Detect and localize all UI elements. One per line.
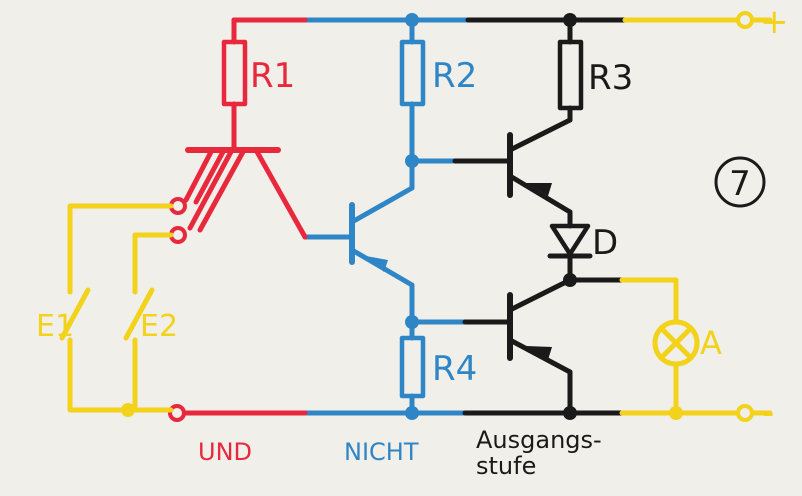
section-label-ausgang-2: stufe [476, 452, 536, 480]
label-r3: R3 [588, 58, 633, 98]
e1-switch-icon [59, 287, 91, 341]
und-section [181, 17, 308, 416]
label-negative: - [762, 393, 774, 433]
input-section [59, 17, 773, 416]
label-diode: D [592, 223, 618, 263]
e2-switch-icon [123, 287, 155, 341]
diode-triangle [549, 223, 591, 257]
label-e2: E2 [140, 309, 178, 344]
negative-terminal-icon [736, 404, 754, 422]
diode-icon [547, 223, 593, 259]
e1-lower-wire [67, 337, 131, 413]
upper-emitter [507, 173, 573, 215]
junction-dot [121, 403, 135, 417]
und-terminals [168, 197, 187, 422]
lamp-cross-b [658, 325, 694, 361]
black-junctions [563, 13, 577, 420]
und-ground-terminal-icon [168, 404, 186, 422]
figure-number-circle [714, 156, 766, 208]
section-label-und: UND [198, 438, 252, 466]
e2-upper-wire [132, 232, 174, 295]
junction-dot [405, 154, 419, 168]
lamp-upper-wire [619, 277, 679, 325]
junction-dot [405, 406, 419, 420]
label-lamp: A [700, 324, 722, 362]
nicht-emitter-arrow-icon [366, 256, 388, 272]
label-positive: + [760, 2, 789, 42]
junction-dot [563, 273, 577, 287]
e1-upper-wire [67, 203, 174, 295]
lower-collector [507, 277, 573, 313]
label-r1: R1 [250, 56, 295, 96]
r3-resistor-icon [557, 39, 584, 111]
junction-dot [405, 13, 419, 27]
section-label-ausgang-1: Ausgangs- [476, 426, 602, 454]
e2-lower-wire [132, 337, 174, 413]
output-stage [452, 17, 628, 416]
yellow-terminals [121, 11, 754, 422]
upper-collector [507, 117, 573, 153]
lower-emitter [507, 337, 573, 375]
label-r4: R4 [432, 349, 477, 389]
positive-terminal-icon [736, 11, 754, 29]
r2-resistor-icon [399, 39, 426, 107]
lamp-icon [652, 319, 700, 367]
label-e1: E1 [36, 309, 74, 344]
upper-emitter-arrow-icon [526, 183, 552, 196]
und-to-base [253, 147, 308, 240]
switch2-blade-a [187, 147, 235, 231]
junction-dot [563, 13, 577, 27]
label-r2: R2 [432, 56, 477, 96]
blue-junctions [405, 13, 419, 420]
junction-dot [669, 406, 683, 420]
r1-resistor-icon [221, 39, 248, 107]
r4-resistor-icon [399, 335, 426, 399]
junction-dot [563, 406, 577, 420]
switch2-blade-b [197, 147, 247, 233]
switch1-blade-a [183, 147, 215, 203]
nicht-collector [349, 185, 415, 225]
switch1-blade-b [193, 147, 227, 205]
figure-number: 7 [729, 164, 751, 204]
section-label-nicht: NICHT [344, 438, 419, 466]
junction-dot [405, 315, 419, 329]
lower-emitter-arrow-icon [526, 346, 552, 360]
